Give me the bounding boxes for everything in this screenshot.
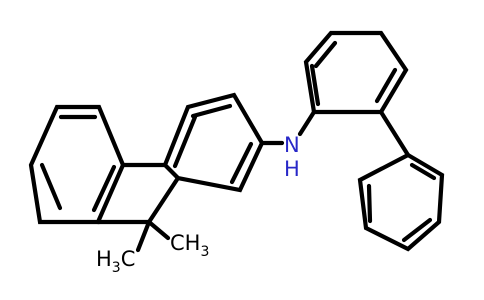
fluorene-right-ring [162, 92, 265, 193]
methyl-bonds [135, 219, 171, 253]
fluorene-five-ring [95, 162, 181, 225]
biaryl-bond [378, 109, 411, 158]
methyl-right-label: CH3 [170, 231, 209, 260]
amine-bonds [259, 109, 317, 146]
svg-text:H3C: H3C [96, 247, 135, 276]
fluorene-left-ring [28, 104, 126, 225]
amine-hydrogen-label: H [284, 157, 300, 181]
biphenyl-lower-ring [357, 152, 445, 252]
nitrogen-label: N [284, 133, 300, 157]
methyl-right-subscript: 3 [200, 244, 209, 260]
svg-text:CH3: CH3 [170, 231, 209, 260]
methyl-right-ch: CH [170, 231, 200, 255]
methyl-left-c: C [121, 247, 136, 271]
methyl-left-h: H [96, 247, 112, 271]
methyl-left-label: H3C [96, 247, 135, 276]
methyl-left-subscript: 3 [112, 260, 121, 276]
biphenyl-upper-ring [303, 30, 409, 115]
nh-label-group: N H [284, 133, 300, 181]
